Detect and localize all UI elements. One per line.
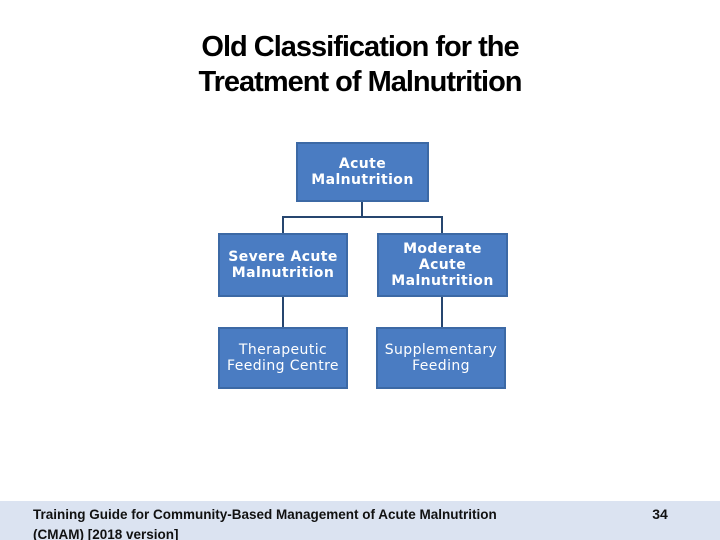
node-moderate-acute-malnutrition: Moderate Acute Malnutrition [377,233,508,297]
connector-drop-left [282,216,284,233]
slide-title: Old Classification for the Treatment of … [0,30,720,100]
connector-moderate-to-supplementary [441,297,443,327]
slide-title-line1: Old Classification for the [201,31,519,63]
connector-drop-right [441,216,443,233]
node-supplementary-feeding: Supplementary Feeding [376,327,506,389]
connector-horizontal [282,216,443,218]
slide-title-line2: Treatment of Malnutrition [198,66,523,98]
footer-line2: (CMAM) [2018 version] [33,527,179,540]
node-acute-malnutrition: Acute Malnutrition [296,142,429,202]
footer-line1: Training Guide for Community-Based Manag… [33,507,497,522]
page-number: 34 [652,506,668,522]
footer-text: Training Guide for Community-Based Manag… [33,505,613,540]
connector-root-stem [361,202,363,217]
connector-severe-to-therapeutic [282,297,284,327]
footer-band [0,501,720,540]
node-therapeutic-feeding-centre: Therapeutic Feeding Centre [218,327,348,389]
node-severe-acute-malnutrition: Severe Acute Malnutrition [218,233,348,297]
